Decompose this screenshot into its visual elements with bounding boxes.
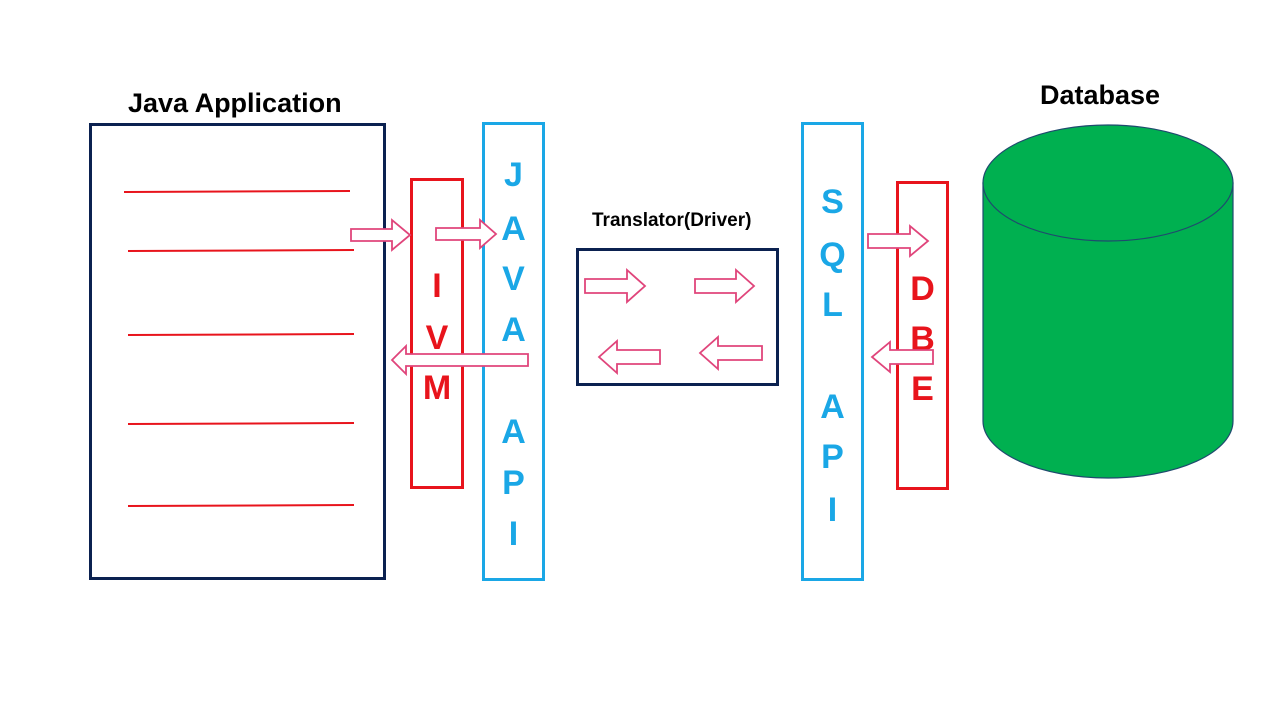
sql-api-letter: A: [820, 388, 845, 426]
sql-api-letter: Q: [819, 236, 846, 274]
java-api-letter: A: [501, 311, 526, 349]
database-cylinder-icon: [982, 124, 1234, 479]
code-line: [127, 504, 355, 507]
right-arrow-icon: [584, 267, 647, 305]
java-api-letter: I: [508, 515, 519, 553]
code-line: [127, 422, 355, 425]
java-api-box: J A V A A P I: [482, 122, 545, 581]
right-arrow-icon: [350, 218, 412, 252]
java-api-letter: A: [501, 413, 526, 451]
translator-driver-title: Translator(Driver): [592, 210, 752, 231]
right-arrow-icon: [435, 218, 498, 250]
sql-api-letter: P: [821, 438, 844, 476]
jvm-letter-v: V: [425, 319, 449, 357]
right-arrow-icon: [694, 267, 756, 305]
jvm-letter-m: M: [422, 369, 452, 407]
database-title: Database: [1040, 80, 1161, 110]
dbe-box: D B E: [896, 181, 949, 490]
code-line: [127, 249, 355, 252]
java-api-letter: V: [502, 260, 525, 298]
jvm-letter-i: I: [432, 267, 442, 305]
code-line: [127, 333, 355, 336]
java-api-letter: A: [501, 210, 526, 248]
left-arrow-icon: [870, 340, 934, 374]
sql-api-letter: L: [822, 286, 843, 324]
right-arrow-icon: [867, 224, 930, 258]
java-application-title: Java Application: [128, 88, 342, 118]
java-application-box: [89, 123, 386, 580]
left-arrow-icon: [698, 334, 763, 372]
sql-api-box: S Q L A P I: [801, 122, 864, 581]
code-line: [123, 190, 351, 193]
jvm-box: I V M: [410, 178, 464, 489]
left-arrow-icon: [390, 343, 529, 377]
dbe-letter-e: E: [911, 370, 934, 408]
java-api-letter: J: [504, 156, 523, 194]
translator-driver-box: [576, 248, 779, 386]
sql-api-letter: S: [821, 183, 844, 221]
java-api-letter: P: [502, 464, 525, 502]
dbe-letter-d: D: [910, 270, 935, 308]
left-arrow-icon: [597, 338, 661, 376]
sql-api-letter: I: [827, 491, 838, 529]
